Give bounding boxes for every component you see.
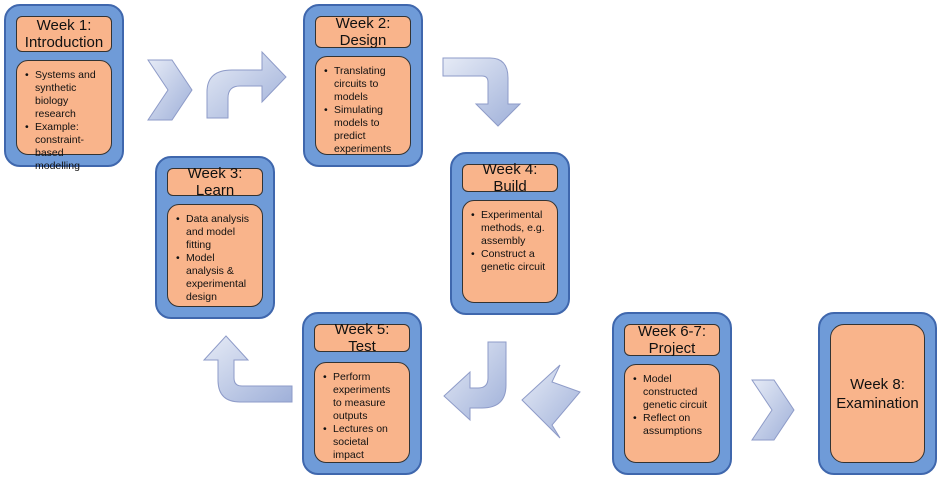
week-2-content: Translating circuits to models Simulatin… (315, 56, 411, 155)
week-2-item-2: Simulating models to predict experiments (324, 104, 402, 156)
week-6-7-item-1: Model constructed genetic circuit (633, 373, 711, 412)
week-8-title: Week 8: Examination (830, 324, 925, 463)
week-5-item-1: Perform experiments to measure outputs (323, 371, 401, 423)
week-2-item-1: Translating circuits to models (324, 65, 402, 104)
week-4-card: Week 4: Build Experimental methods, e.g.… (450, 152, 570, 315)
week-5-title: Week 5: Test (314, 321, 410, 355)
week-3-item-1: Data analysis and model fitting (176, 213, 254, 252)
curved-arrow-to-week5 (443, 341, 507, 422)
week-1-content: Systems and synthetic biology research E… (16, 60, 112, 172)
week-1-item-1: Systems and synthetic biology research (25, 69, 103, 121)
week-5-item-2: Lectures on societal impact (323, 423, 401, 462)
curved-arrow-to-week3 (202, 335, 293, 403)
week-3-content: Data analysis and model fitting Model an… (167, 204, 263, 307)
week-3-item-2: Model analysis & experimental design (176, 252, 254, 304)
week-6-7-title: Week 6-7: Project (624, 323, 720, 357)
week-4-content: Experimental methods, e.g. assembly Cons… (462, 200, 558, 303)
week-3-card: Week 3: Learn Data analysis and model fi… (155, 156, 275, 319)
week-5-content: Perform experiments to measure outputs L… (314, 362, 410, 463)
week-2-title: Week 2: Design (315, 15, 411, 49)
chevron-arrow-1 (147, 59, 193, 121)
week-2-card: Week 2: Design Translating circuits to m… (303, 4, 423, 167)
week-6-7-item-2: Reflect on assumptions (633, 412, 711, 438)
week-1-item-2: Example: constraint-based modelling (25, 121, 103, 173)
week-5-card: Week 5: Test Perform experiments to meas… (302, 312, 422, 475)
week-1-title: Week 1: Introduction (16, 16, 112, 52)
chevron-arrow-2 (521, 364, 581, 439)
week-6-7-card: Week 6-7: Project Model constructed gene… (612, 312, 732, 475)
curved-arrow-to-week2 (206, 50, 287, 119)
week-6-7-content: Model constructed genetic circuit Reflec… (624, 364, 720, 463)
week-3-title: Week 3: Learn (167, 165, 263, 199)
week-4-item-1: Experimental methods, e.g. assembly (471, 209, 549, 248)
week-8-card: Week 8: Examination (818, 312, 937, 475)
week-4-item-2: Construct a genetic circuit (471, 248, 549, 274)
week-1-card: Week 1: Introduction Systems and synthet… (4, 4, 124, 172)
chevron-arrow-3 (751, 379, 795, 441)
curved-arrow-to-week4 (442, 57, 522, 127)
week-4-title: Week 4: Build (462, 161, 558, 195)
